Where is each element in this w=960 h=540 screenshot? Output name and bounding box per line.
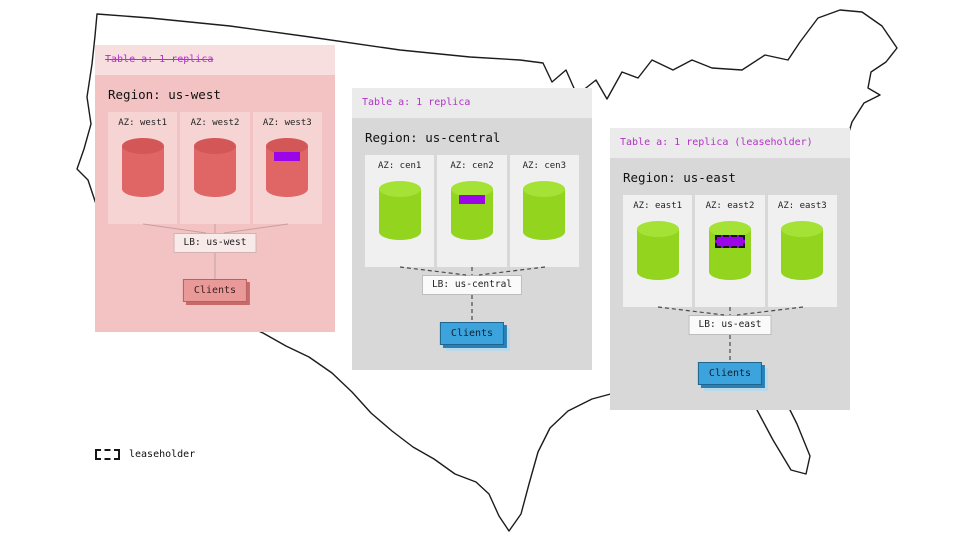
az-row-us-west: AZ: west1 AZ: west2 AZ: west3 — [108, 112, 322, 224]
az-label: AZ: east1 — [633, 201, 683, 211]
database-cylinder-icon — [377, 180, 423, 242]
az-box-east2: AZ: east2 — [695, 195, 765, 307]
table-banner-us-east: Table a: 1 replica (leaseholder) — [610, 128, 850, 158]
az-label: AZ: west1 — [118, 118, 168, 128]
az-label: AZ: east3 — [777, 201, 827, 211]
az-label: AZ: cen3 — [522, 161, 566, 171]
database-cylinder-icon — [707, 220, 753, 282]
az-row-us-east: AZ: east1 AZ: east2 AZ: east3 — [623, 195, 837, 307]
az-label: AZ: cen2 — [450, 161, 494, 171]
region-title-us-central: Region: us-central — [365, 130, 501, 145]
az-label: AZ: west2 — [190, 118, 240, 128]
load-balancer-us-west: LB: us-west — [173, 233, 257, 253]
region-title-us-east: Region: us-east — [623, 170, 736, 185]
legend-label: leaseholder — [129, 449, 196, 460]
region-title-us-west: Region: us-west — [108, 87, 221, 102]
table-replica-label: Table a: 1 replica — [105, 54, 214, 65]
az-box-west2: AZ: west2 — [180, 112, 250, 224]
table-banner-us-central: Table a: 1 replica — [352, 88, 592, 118]
database-cylinder-icon — [120, 137, 166, 199]
az-label: AZ: west3 — [262, 118, 312, 128]
table-replica-marker — [458, 195, 485, 204]
database-cylinder-icon — [779, 220, 825, 282]
leaseholder-swatch-icon — [95, 449, 120, 460]
region-box-us-east: Table a: 1 replica (leaseholder) Region:… — [610, 128, 850, 410]
database-cylinder-icon — [521, 180, 567, 242]
leaseholder-marker — [714, 235, 745, 248]
az-box-east1: AZ: east1 — [623, 195, 693, 307]
database-cylinder-icon — [635, 220, 681, 282]
database-cylinder-icon — [192, 137, 238, 199]
az-box-cen3: AZ: cen3 — [509, 155, 579, 267]
clients-box-us-central: Clients — [439, 322, 505, 345]
table-replica-label: Table a: 1 replica (leaseholder) — [620, 137, 813, 148]
clients-box-us-west: Clients — [182, 279, 248, 302]
database-cylinder-icon — [264, 137, 310, 199]
az-box-west1: AZ: west1 — [108, 112, 178, 224]
table-replica-marker — [274, 152, 301, 161]
az-row-us-central: AZ: cen1 AZ: cen2 AZ: cen3 — [365, 155, 579, 267]
az-box-cen2: AZ: cen2 — [437, 155, 507, 267]
clients-box-us-east: Clients — [697, 362, 763, 385]
table-banner-us-west: Table a: 1 replica — [95, 45, 335, 75]
load-balancer-us-central: LB: us-central — [421, 275, 523, 295]
az-box-east3: AZ: east3 — [767, 195, 837, 307]
table-replica-label: Table a: 1 replica — [362, 97, 471, 108]
legend: leaseholder — [95, 449, 195, 460]
az-label: AZ: cen1 — [377, 161, 422, 171]
load-balancer-us-east: LB: us-east — [688, 315, 772, 335]
region-box-us-west: Table a: 1 replica Region: us-west AZ: w… — [95, 45, 335, 332]
region-box-us-central: Table a: 1 replica Region: us-central AZ… — [352, 88, 592, 370]
az-box-cen1: AZ: cen1 — [365, 155, 435, 267]
az-label: AZ: east2 — [705, 201, 755, 211]
database-cylinder-icon — [449, 180, 495, 242]
az-box-west3: AZ: west3 — [252, 112, 322, 224]
